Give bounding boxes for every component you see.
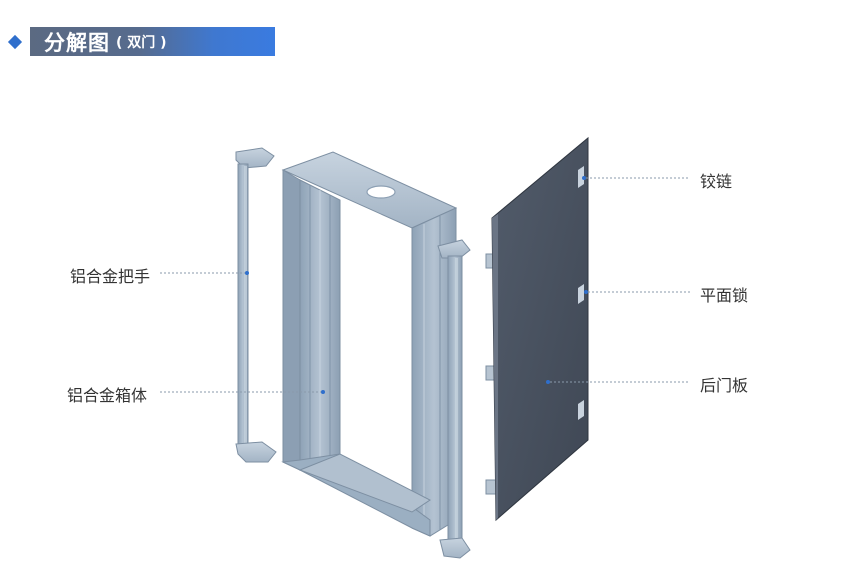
- label-aluminum-handle: 铝合金把手: [70, 267, 151, 286]
- label-rear-door: 后门板: [700, 376, 749, 395]
- section-subtitle: ( 双门 ): [116, 34, 167, 51]
- label-hinge: 铰链: [700, 172, 733, 191]
- aluminum-handle: [235, 147, 277, 463]
- leader-lines: [160, 177, 690, 393]
- lock-marker-dot: [584, 290, 588, 294]
- section-header: 分解图 ( 双门 ): [7, 27, 275, 57]
- section-title-bar: 分解图 ( 双门 ): [30, 27, 275, 56]
- handle-marker-dot: [245, 271, 249, 275]
- box-marker-dot: [321, 390, 325, 394]
- rear-door-panel: [491, 136, 589, 522]
- hinge-marker-dot: [582, 176, 586, 180]
- aluminum-box-body: [281, 151, 458, 537]
- label-flat-lock: 平面锁: [700, 286, 749, 305]
- door-marker-dot: [546, 380, 550, 384]
- section-title: 分解图: [44, 30, 110, 55]
- label-aluminum-box: 铝合金箱体: [67, 386, 148, 405]
- front-handle: [437, 239, 471, 559]
